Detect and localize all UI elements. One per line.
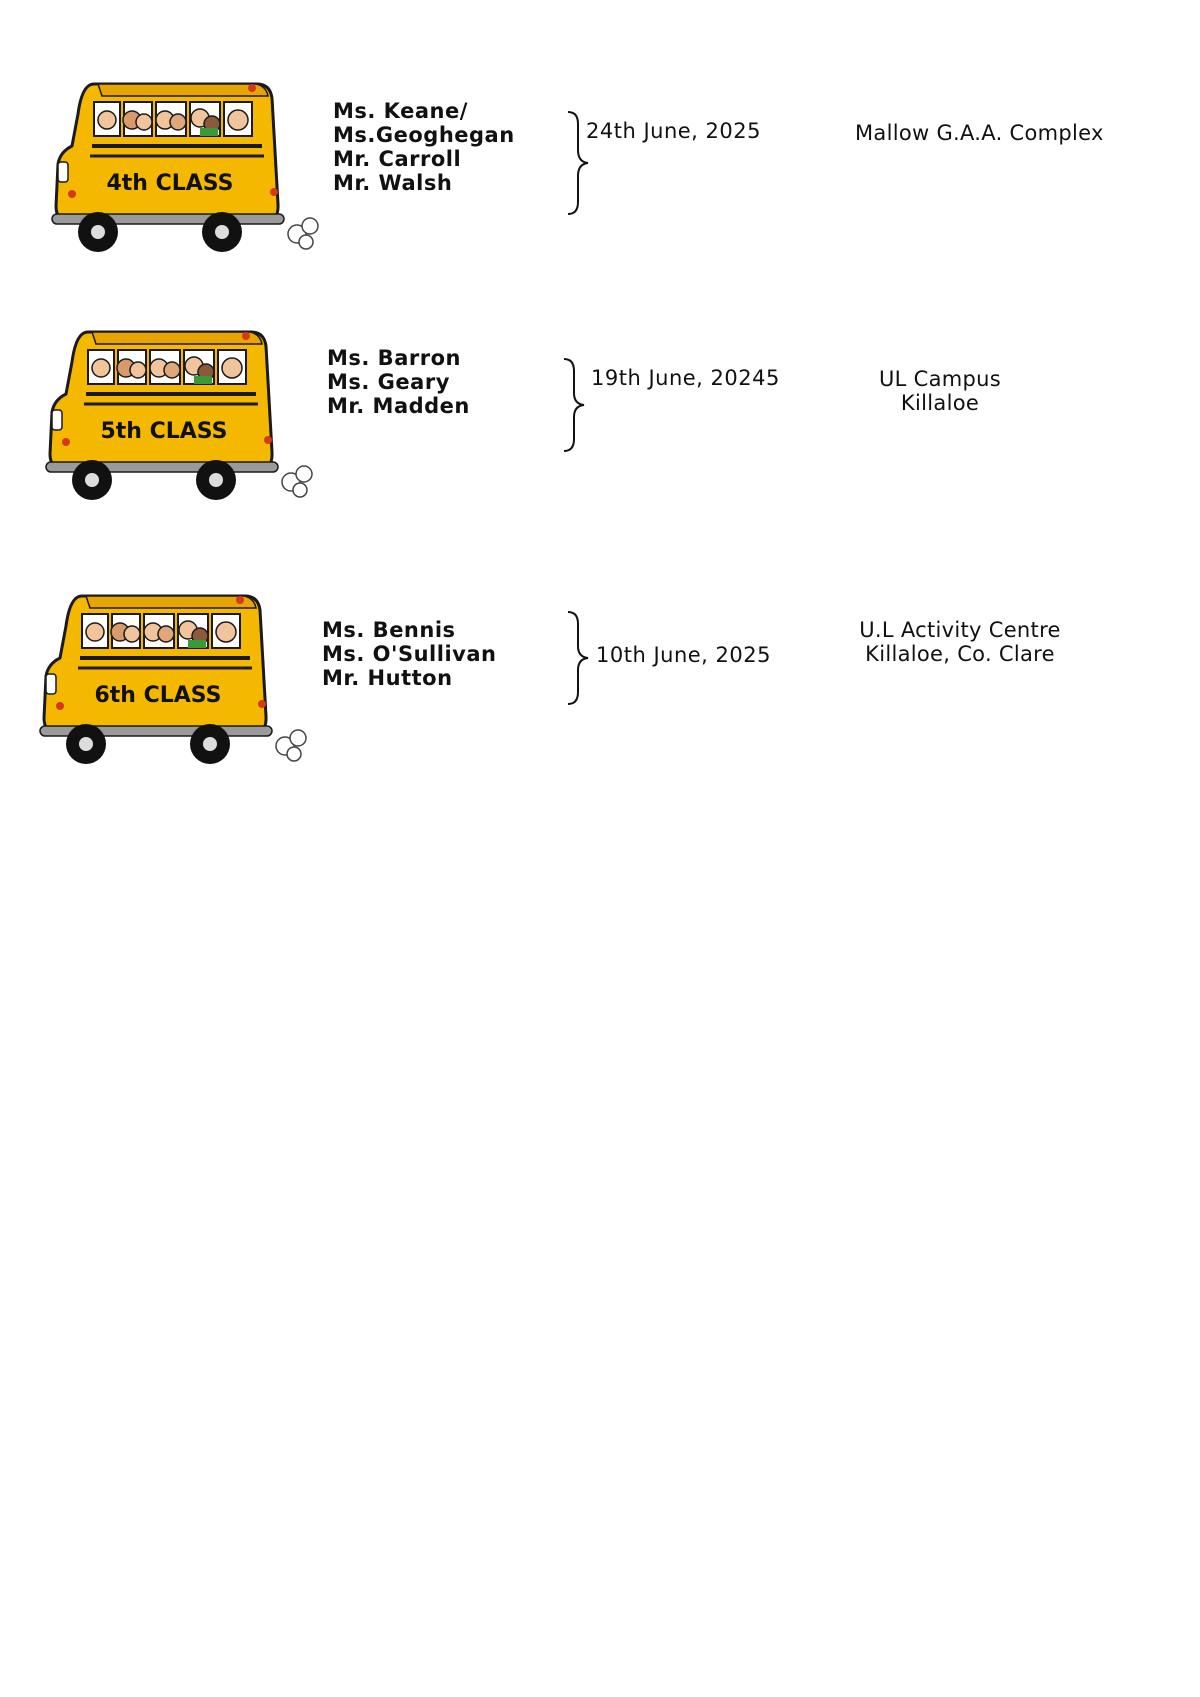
trip-date: 24th June, 2025 [586,119,761,143]
teacher-name: Ms. Barron [327,346,461,370]
teacher-name: Mr. Madden [327,394,470,418]
curly-brace-icon [567,111,589,215]
teacher-name: Ms.Geoghegan [333,123,515,147]
teacher-list: Ms. Barron Ms. Geary Mr. Madden [327,346,470,418]
venue-line: Killaloe, Co. Clare [865,642,1055,666]
venue-line: UL Campus [878,367,1001,391]
teacher-name: Mr. Walsh [333,171,453,195]
trip-row-6th: 6th CLASS Ms. Bennis Ms. O'Sullivan Mr. … [0,586,1200,786]
trip-venue: Mallow G.A.A. Complex [855,121,1104,145]
bus-class-label: 4th CLASS [106,171,233,196]
trip-venue: UL Campus Killaloe [840,367,1040,415]
trip-row-4th: 4th CLASS Ms. Keane/ Ms.Geoghegan Mr. Ca… [0,74,1200,274]
bus-class-label: 5th CLASS [100,419,227,444]
trip-date: 10th June, 2025 [596,643,771,667]
trip-row-5th: 5th CLASS Ms. Barron Ms. Geary Mr. Madde… [0,322,1200,522]
school-bus-icon: 4th CLASS [42,74,322,264]
teacher-name: Mr. Carroll [333,147,462,171]
trip-date: 19th June, 20245 [591,366,780,390]
venue-line: Killaloe [900,391,980,415]
trip-venue: U.L Activity Centre Killaloe, Co. Clare [840,618,1080,666]
venue-line: Mallow G.A.A. Complex [855,121,1104,145]
curly-brace-icon [563,358,585,452]
teacher-name: Mr. Hutton [322,666,453,690]
school-bus-icon: 5th CLASS [36,322,316,512]
curly-brace-icon [567,611,589,705]
venue-line: U.L Activity Centre [859,618,1061,642]
teacher-name: Ms. Keane/ [333,99,468,123]
teacher-list: Ms. Bennis Ms. O'Sullivan Mr. Hutton [322,618,496,690]
teacher-name: Ms. Geary [327,370,450,394]
school-bus-icon: 6th CLASS [30,586,310,776]
bus-class-label: 6th CLASS [94,683,221,708]
teacher-list: Ms. Keane/ Ms.Geoghegan Mr. Carroll Mr. … [333,99,515,195]
teacher-name: Ms. O'Sullivan [322,642,497,666]
teacher-name: Ms. Bennis [322,618,456,642]
